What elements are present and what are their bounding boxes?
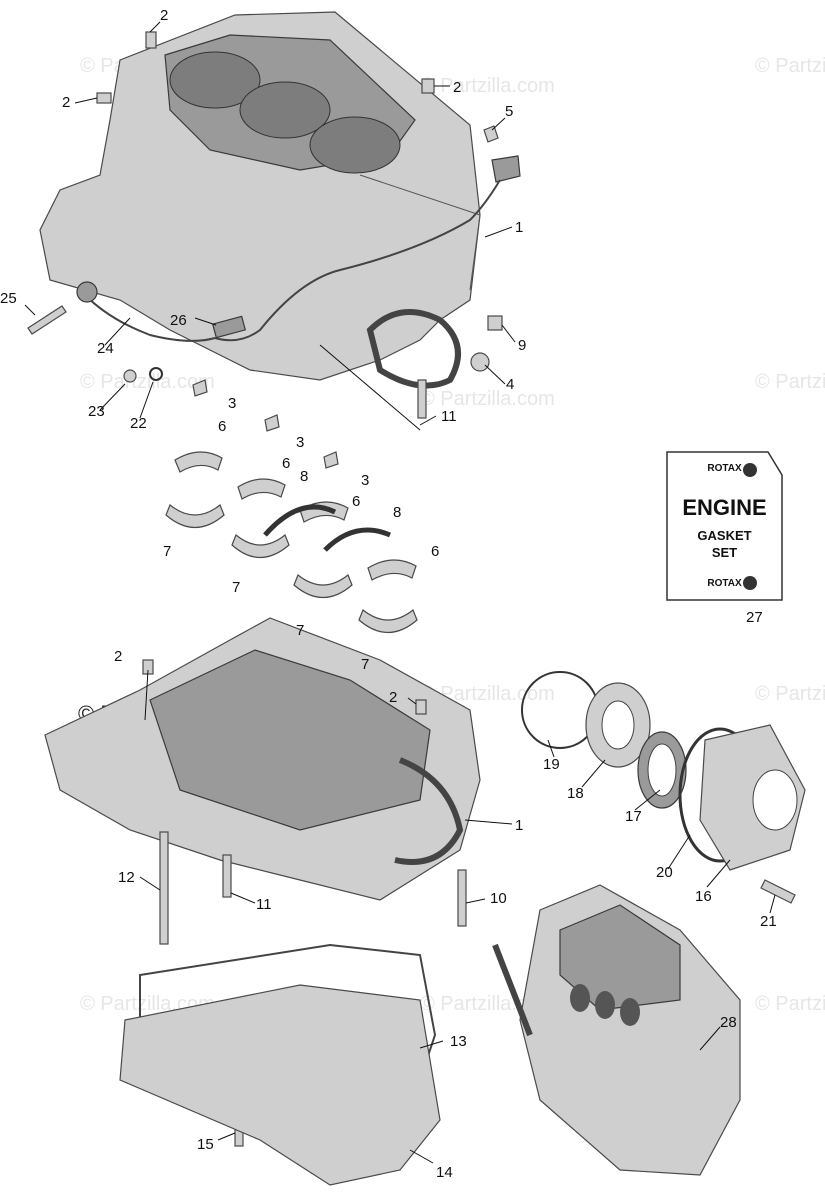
bolt-part[interactable] (27, 305, 67, 335)
callout-6: 6 (218, 418, 226, 435)
callout-14: 14 (436, 1164, 453, 1181)
callout-2: 2 (62, 94, 70, 111)
callout-3: 3 (228, 395, 236, 412)
bearing-shell-part[interactable] (165, 504, 225, 528)
bearing-shell-part[interactable] (237, 478, 286, 500)
callout-2: 2 (114, 648, 122, 665)
gasket-set-title: ENGINE (682, 495, 767, 520)
callout-4: 4 (506, 376, 514, 393)
callout-26: 26 (170, 312, 187, 329)
long-bolt-part[interactable] (159, 831, 169, 945)
thrust-washer-part[interactable] (323, 527, 391, 552)
bearing-shell-part[interactable] (293, 574, 353, 598)
callout-7: 7 (232, 579, 240, 596)
callouts: 2 2 2 5 1 25 26 24 9 4 23 22 3 11 6 3 6 … (0, 7, 777, 1181)
watermark: © Partzilla.com (80, 371, 215, 393)
callout-13: 13 (450, 1033, 467, 1050)
callout-25: 25 (0, 290, 17, 307)
callout-6: 6 (352, 493, 360, 510)
callout-2: 2 (389, 689, 397, 706)
dowel-pin-part[interactable] (415, 699, 427, 715)
watermark: © Partzilla.com (755, 371, 825, 393)
dowel-pin-part[interactable] (96, 92, 112, 104)
cover-part[interactable] (699, 724, 806, 871)
callout-16: 16 (695, 888, 712, 905)
engine-assembly-part[interactable] (492, 884, 741, 1176)
callout-12: 12 (118, 869, 135, 886)
gasket-ring-part[interactable] (149, 367, 163, 381)
oil-seal-part[interactable] (470, 352, 490, 372)
bolt-part[interactable] (417, 379, 427, 419)
callout-15: 15 (197, 1136, 214, 1153)
gasket-set-card[interactable] (666, 451, 783, 601)
callout-21: 21 (760, 913, 777, 930)
plug-screw-part[interactable] (123, 369, 137, 383)
callout-18: 18 (567, 785, 584, 802)
dowel-pin-part[interactable] (145, 31, 157, 49)
callout-7: 7 (296, 622, 304, 639)
gasket-set-line2: GASKET (697, 528, 752, 543)
callout-7: 7 (361, 656, 369, 673)
callout-27: 27 (746, 609, 763, 626)
watermark: © Partzilla.com (755, 683, 825, 705)
dowel-pin-part[interactable] (421, 78, 435, 94)
callout-2: 2 (160, 7, 168, 24)
oil-pan-group (119, 943, 441, 1186)
thrust-washer-part[interactable] (263, 504, 337, 537)
small-parts-upper (27, 31, 521, 419)
callout-1: 1 (515, 219, 523, 236)
gasket-set-line3: SET (711, 545, 738, 560)
callout-23: 23 (88, 403, 105, 420)
knock-sensor-part[interactable] (76, 281, 98, 303)
lower-crankcase-part[interactable] (44, 617, 481, 901)
callout-19: 19 (543, 756, 560, 773)
sleeve-part[interactable] (487, 315, 503, 331)
watermark: © Partzilla.com (420, 683, 555, 705)
callout-3: 3 (296, 434, 304, 451)
gasket-set-label: ROTAX ENGINE GASKET SET ROTAX (667, 450, 782, 600)
callout-5: 5 (505, 103, 513, 120)
bearing-shell-part[interactable] (174, 451, 223, 473)
callout-2: 2 (453, 79, 461, 96)
callout-24: 24 (97, 340, 114, 357)
bearing-shell-part[interactable] (231, 534, 290, 558)
callout-8: 8 (393, 504, 401, 521)
oil-pan-part[interactable] (119, 984, 441, 1186)
watermark: © Partzilla.com (420, 75, 555, 97)
clip-part[interactable] (211, 315, 247, 339)
bolt-part[interactable] (760, 879, 796, 904)
watermark: © Partzilla.com (755, 55, 825, 77)
callout-8: 8 (300, 468, 308, 485)
callout-7: 7 (163, 543, 171, 560)
callout-17: 17 (625, 808, 642, 825)
watermark: © Partzilla.com (755, 993, 825, 1015)
bolt-part[interactable] (222, 854, 232, 898)
callout-10: 10 (490, 890, 507, 907)
rotax-brand-bottom: ROTAX (707, 578, 742, 589)
upper-crankcase-part[interactable] (39, 11, 481, 389)
callout-3: 3 (361, 472, 369, 489)
bolt-part[interactable] (457, 869, 467, 927)
rotax-brand-top: ROTAX (707, 463, 742, 474)
bearings (165, 379, 418, 633)
bearing-shell-part[interactable] (367, 559, 417, 581)
bearing-shell-part[interactable] (358, 609, 418, 633)
callout-1: 1 (515, 817, 523, 834)
callout-9: 9 (518, 337, 526, 354)
callout-6: 6 (282, 455, 290, 472)
callout-6: 6 (431, 543, 439, 560)
callout-20: 20 (656, 864, 673, 881)
watermark: © Partzilla.com (420, 388, 555, 410)
callout-11: 11 (256, 896, 272, 913)
callout-22: 22 (130, 415, 147, 432)
sensor-connector-part[interactable] (491, 155, 521, 183)
callout-11: 11 (441, 408, 457, 425)
callout-28: 28 (720, 1014, 737, 1031)
cover-group (521, 671, 806, 904)
plug-part[interactable] (483, 125, 499, 143)
leader-lines (24, 21, 776, 1164)
